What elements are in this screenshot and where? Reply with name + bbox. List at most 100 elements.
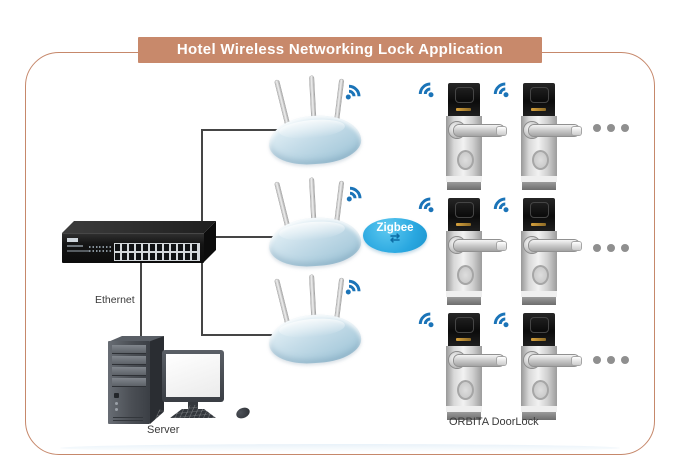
monitor-screen (166, 354, 220, 397)
handle-cap (497, 127, 506, 135)
lock-handle (454, 125, 504, 136)
ethernet-branch-line-bottom (201, 334, 303, 336)
lock-handle (529, 240, 579, 251)
door-lock (414, 77, 506, 190)
keyhole (532, 265, 549, 285)
monitor-base (170, 409, 216, 418)
keyhole (532, 150, 549, 170)
drive-bay (112, 378, 146, 387)
plate-band (521, 291, 557, 297)
lock-brand-mark (531, 223, 546, 226)
lock-card-reader-panel (523, 313, 555, 346)
wireless-router-1 (267, 75, 366, 168)
lock-card-reader-panel (448, 83, 480, 116)
doorlock-label: ORBITA DoorLock (449, 416, 539, 428)
handle-cap (497, 357, 506, 365)
more-locks-ellipsis (593, 244, 629, 252)
lock-foot (522, 182, 556, 190)
lock-brand-mark (456, 108, 471, 111)
power-button (114, 393, 119, 398)
plate-band (446, 406, 482, 412)
server-label: Server (147, 424, 180, 436)
lock-handle (529, 355, 579, 366)
handle-cap (497, 242, 506, 250)
switch-top-face (62, 221, 216, 233)
ethernet-server-line (140, 261, 142, 340)
tower-led (115, 402, 118, 405)
plate-band (446, 176, 482, 182)
switch-front-face (62, 233, 204, 263)
lock-foot (447, 297, 481, 305)
switch-model-text (67, 245, 83, 247)
plate-band (521, 406, 557, 412)
lock-handle (454, 240, 504, 251)
router-antenna (274, 181, 290, 229)
ethernet-branch-line-top (201, 129, 303, 131)
lock-handle (529, 125, 579, 136)
handle-cap (572, 242, 581, 250)
door-lock (489, 192, 581, 305)
rfid-reader-area (455, 87, 474, 103)
plate-band (521, 176, 557, 182)
lock-handle (454, 355, 504, 366)
router-antenna (274, 79, 290, 127)
rfid-reader-area (530, 202, 549, 218)
more-locks-ellipsis (593, 356, 629, 364)
lock-card-reader-panel (523, 83, 555, 116)
keyhole (457, 380, 474, 400)
tower-front-face (108, 341, 150, 424)
diagram-title: Hotel Wireless Networking Lock Applicati… (138, 37, 542, 63)
lock-card-reader-panel (448, 198, 480, 231)
tower-side-face (150, 336, 164, 424)
wireless-router-2 (267, 177, 367, 270)
router-antenna (274, 278, 290, 326)
drive-bay (112, 356, 146, 365)
lock-brand-mark (456, 338, 471, 341)
rfid-reader-area (530, 317, 549, 333)
lock-brand-mark (531, 338, 546, 341)
rfid-reader-area (455, 202, 474, 218)
lock-foot (447, 412, 481, 420)
lock-card-reader-panel (448, 313, 480, 346)
handle-cap (572, 357, 581, 365)
zigbee-arrows-icon: ⇄ (389, 231, 401, 245)
door-lock (414, 307, 506, 420)
keyhole (532, 380, 549, 400)
zigbee-badge: Zigbee ⇄ (363, 218, 427, 253)
switch-port-grid (114, 243, 200, 261)
door-lock (414, 192, 506, 305)
wireless-router-3 (267, 274, 366, 367)
rfid-reader-area (455, 317, 474, 333)
door-lock (489, 77, 581, 190)
drive-bay (112, 367, 146, 376)
lock-card-reader-panel (523, 198, 555, 231)
tower-top-face (108, 336, 164, 342)
lock-foot (447, 182, 481, 190)
ethernet-label: Ethernet (95, 294, 135, 306)
switch-logo (67, 238, 78, 242)
tower-led (115, 408, 118, 411)
switch-model-text (67, 250, 89, 252)
monitor-neck (188, 402, 198, 410)
lock-brand-mark (456, 223, 471, 226)
rfid-reader-area (530, 87, 549, 103)
door-lock (489, 307, 581, 420)
lock-foot (522, 297, 556, 305)
more-locks-ellipsis (593, 124, 629, 132)
zigbee-label: Zigbee (376, 222, 414, 234)
ethernet-branch-line-middle (204, 236, 303, 238)
ground-shadow (60, 444, 620, 452)
keyhole (457, 265, 474, 285)
network-switch (62, 221, 216, 263)
tower-vent (113, 415, 143, 421)
switch-side-face (204, 221, 216, 262)
plate-band (446, 291, 482, 297)
drive-bay (112, 345, 146, 354)
handle-cap (572, 127, 581, 135)
keyhole (457, 150, 474, 170)
switch-led-indicators (89, 245, 111, 254)
lock-foot (522, 412, 556, 420)
lock-brand-mark (531, 108, 546, 111)
server-monitor (162, 350, 226, 420)
